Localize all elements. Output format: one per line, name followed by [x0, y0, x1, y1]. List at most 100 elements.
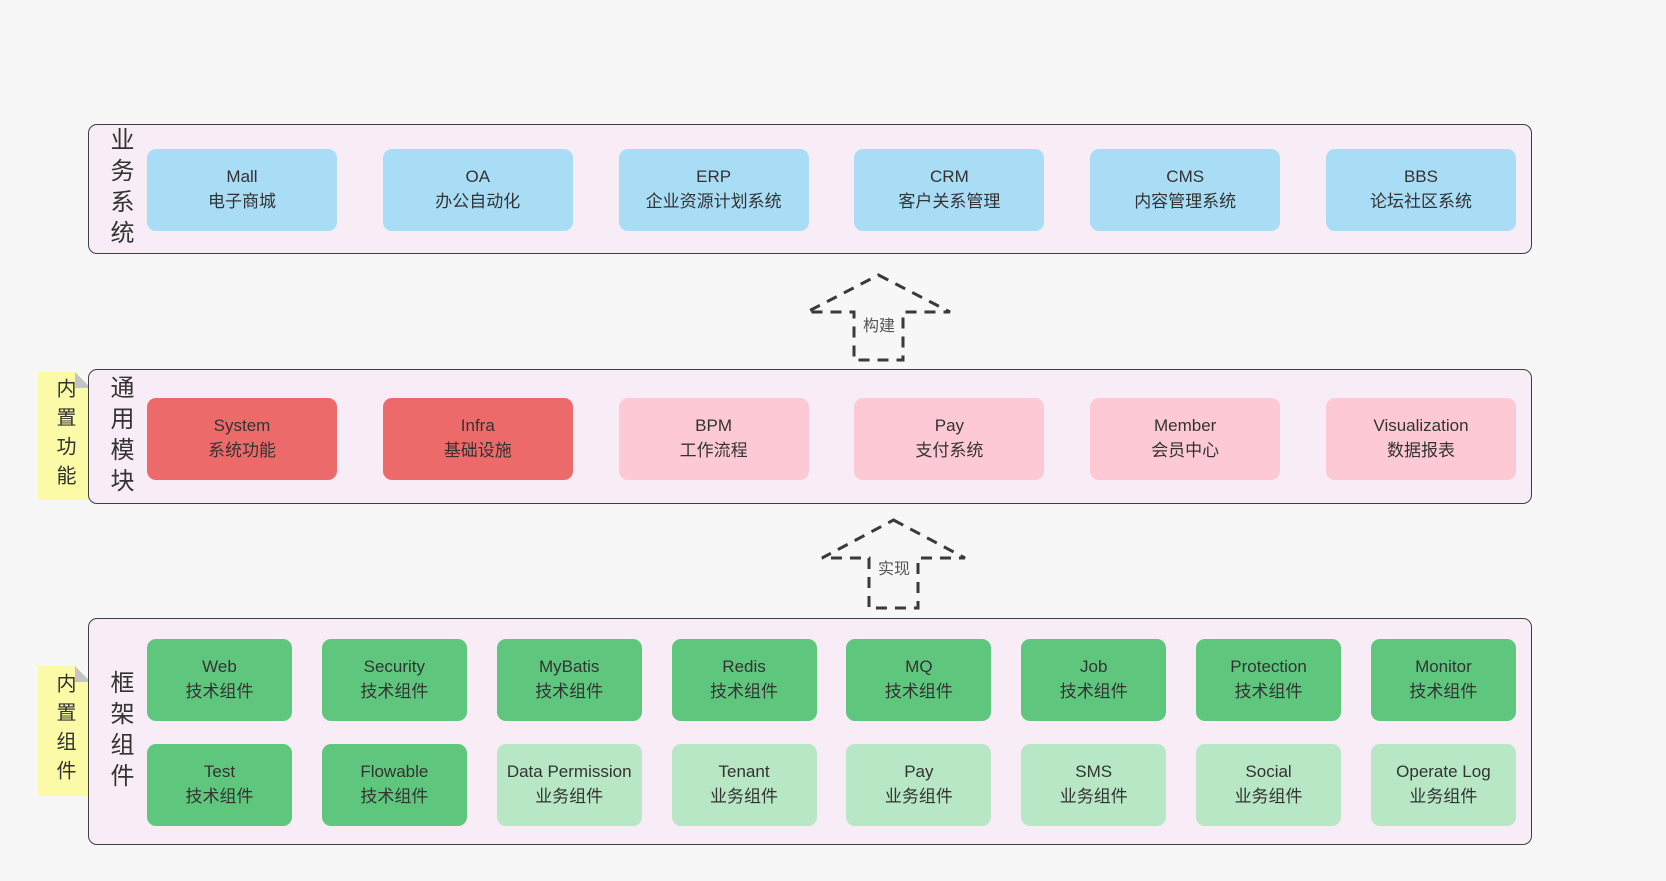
- box-subtitle: 业务组件: [535, 787, 604, 806]
- arrow-label: 实现: [874, 555, 914, 579]
- box-title: Web: [202, 657, 237, 677]
- box-title: SMS: [1075, 762, 1113, 782]
- box-bpm: BPM 工作流程: [618, 398, 809, 480]
- box-subtitle: 企业资源计划系统: [645, 192, 782, 211]
- box-mybatis: MyBatis 技术组件: [496, 639, 642, 721]
- box-title: Member: [1154, 416, 1217, 436]
- box-title: Flowable: [360, 762, 429, 782]
- box-title: Test: [203, 762, 236, 782]
- band-label-framework-components: 框架组件: [106, 669, 133, 794]
- box-subtitle: 业务组件: [1234, 787, 1303, 806]
- box-redis: Redis 技术组件: [671, 639, 817, 721]
- box-subtitle: 办公自动化: [435, 192, 521, 211]
- box-monitor: Monitor 技术组件: [1370, 639, 1516, 721]
- band-framework-components: 框架组件 Web 技术组件 Security 技术组件 MyBatis 技术组件…: [88, 618, 1532, 845]
- band-row: Test 技术组件 Flowable 技术组件 Data Permission …: [147, 744, 1516, 826]
- box-subtitle: 论坛社区系统: [1369, 192, 1472, 211]
- box-title: Protection: [1230, 657, 1307, 677]
- box-pay-component: Pay 业务组件: [846, 744, 992, 826]
- box-subtitle: 工作流程: [679, 441, 748, 460]
- box-subtitle: 业务组件: [1059, 787, 1128, 806]
- band-common-modules: 通用模块 System 系统功能 Infra 基础设施 BPM 工作流程 Pay…: [88, 369, 1532, 504]
- box-title: Data Permission: [506, 762, 632, 782]
- box-title: MQ: [905, 657, 933, 677]
- box-job: Job 技术组件: [1021, 639, 1167, 721]
- box-title: BPM: [695, 416, 733, 436]
- box-subtitle: 业务组件: [884, 787, 953, 806]
- box-cms: CMS 内容管理系统: [1090, 149, 1281, 231]
- box-subtitle: 技术组件: [1234, 682, 1303, 701]
- sticky-note-built-in-features: 内置功能: [38, 372, 91, 500]
- box-title: CRM: [930, 167, 969, 187]
- box-title: Operate Log: [1396, 762, 1491, 782]
- box-title: CMS: [1166, 167, 1205, 187]
- box-title: Tenant: [718, 762, 770, 782]
- band-row: System 系统功能 Infra 基础设施 BPM 工作流程 Pay 支付系统…: [147, 398, 1516, 480]
- band-row: Web 技术组件 Security 技术组件 MyBatis 技术组件 Redi…: [147, 639, 1516, 721]
- note-text: 内置组件: [53, 673, 75, 789]
- box-infra: Infra 基础设施: [382, 398, 573, 480]
- box-subtitle: 技术组件: [884, 682, 953, 701]
- arrow-build: [804, 268, 953, 362]
- box-title: BBS: [1403, 167, 1438, 187]
- box-subtitle: 技术组件: [185, 682, 254, 701]
- box-mall: Mall 电子商城: [147, 149, 337, 231]
- box-member: Member 会员中心: [1090, 398, 1281, 480]
- band-row: Mall 电子商城 OA 办公自动化 ERP 企业资源计划系统 CRM 客户关系…: [147, 149, 1516, 231]
- box-title: MyBatis: [538, 657, 600, 677]
- box-mq: MQ 技术组件: [846, 639, 992, 721]
- box-title: Monitor: [1415, 657, 1472, 677]
- box-subtitle: 技术组件: [185, 787, 254, 806]
- box-subtitle: 技术组件: [535, 682, 604, 701]
- box-subtitle: 系统功能: [208, 441, 276, 460]
- box-erp: ERP 企业资源计划系统: [618, 149, 809, 231]
- band-business-systems: 业务系统 Mall 电子商城 OA 办公自动化 ERP 企业资源计划系统 CRM…: [88, 124, 1532, 254]
- box-subtitle: 技术组件: [360, 787, 429, 806]
- box-title: Job: [1080, 657, 1108, 677]
- box-title: Infra: [460, 416, 495, 436]
- box-subtitle: 客户关系管理: [898, 192, 1001, 211]
- box-bbs: BBS 论坛社区系统: [1325, 149, 1516, 231]
- box-title: Visualization: [1373, 416, 1469, 436]
- sticky-note-built-in-components: 内置组件: [38, 666, 91, 796]
- box-title: Security: [363, 657, 426, 677]
- band-label-business-systems: 业务系统: [106, 127, 133, 251]
- box-subtitle: 技术组件: [710, 682, 779, 701]
- arrow-label: 构建: [859, 312, 899, 336]
- box-subtitle: 支付系统: [915, 441, 984, 460]
- box-subtitle: 业务组件: [710, 787, 779, 806]
- box-flowable: Flowable 技术组件: [321, 744, 467, 826]
- box-oa: OA 办公自动化: [382, 149, 573, 231]
- box-subtitle: 技术组件: [1409, 682, 1478, 701]
- box-security: Security 技术组件: [321, 639, 467, 721]
- box-title: Redis: [722, 657, 766, 677]
- note-text: 内置功能: [53, 378, 75, 494]
- box-social: Social 业务组件: [1196, 744, 1342, 826]
- box-crm: CRM 客户关系管理: [854, 149, 1045, 231]
- box-tenant: Tenant 业务组件: [671, 744, 817, 826]
- box-title: Social: [1245, 762, 1292, 782]
- box-pay-system: Pay 支付系统: [854, 398, 1045, 480]
- box-title: ERP: [696, 167, 732, 187]
- band-label-common-modules: 通用模块: [106, 374, 133, 499]
- box-title: Pay: [934, 416, 965, 436]
- box-web: Web 技术组件: [147, 639, 292, 721]
- box-sms: SMS 业务组件: [1021, 744, 1167, 826]
- dashed-up-arrow-icon: [806, 273, 951, 362]
- box-subtitle: 业务组件: [1409, 787, 1478, 806]
- box-subtitle: 会员中心: [1151, 441, 1220, 460]
- box-title: System: [213, 416, 271, 436]
- box-protection: Protection 技术组件: [1196, 639, 1342, 721]
- box-subtitle: 数据报表: [1386, 441, 1455, 460]
- box-subtitle: 技术组件: [1059, 682, 1128, 701]
- box-system: System 系统功能: [147, 398, 337, 480]
- box-title: Mall: [226, 167, 258, 187]
- box-subtitle: 电子商城: [208, 192, 276, 211]
- box-subtitle: 基础设施: [443, 441, 512, 460]
- box-title: Pay: [904, 762, 934, 782]
- box-visualization: Visualization 数据报表: [1325, 398, 1516, 480]
- box-test: Test 技术组件: [147, 744, 292, 826]
- box-title: OA: [465, 167, 491, 187]
- box-data-permission: Data Permission 业务组件: [496, 744, 642, 826]
- box-subtitle: 内容管理系统: [1134, 192, 1237, 211]
